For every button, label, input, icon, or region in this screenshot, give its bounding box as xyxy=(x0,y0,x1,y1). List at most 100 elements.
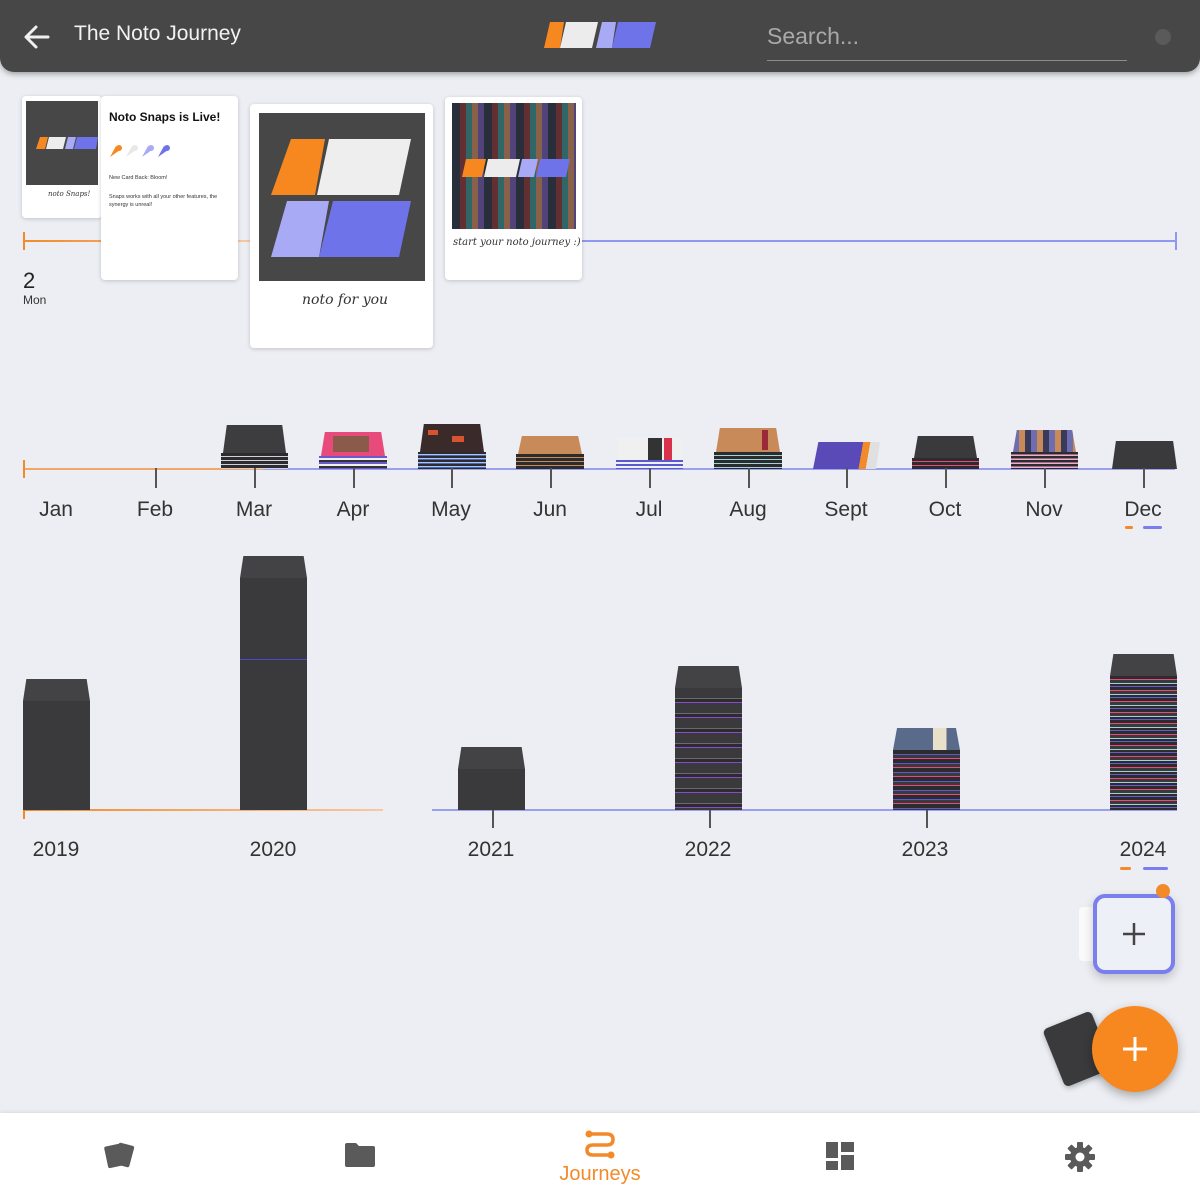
year-tick xyxy=(926,810,928,828)
month-stack-may[interactable] xyxy=(418,424,486,469)
year-label-2023[interactable]: 2023 xyxy=(901,838,949,861)
month-timeline-blue xyxy=(263,468,1175,470)
year-start-tick xyxy=(23,801,25,819)
nav-label-journeys: Journeys xyxy=(559,1163,641,1185)
folder-icon xyxy=(344,1141,376,1174)
current-year-indicator xyxy=(1120,867,1131,870)
snap-note-card[interactable]: Noto Snaps is Live! New Card Back: Bloom… xyxy=(101,96,238,280)
month-stack-aug[interactable] xyxy=(714,428,782,469)
nav-item-cards[interactable] xyxy=(0,1113,240,1200)
month-tick xyxy=(254,468,256,488)
day-name: Mon xyxy=(23,293,47,307)
rocket-icons xyxy=(109,144,173,163)
snap-card-small[interactable]: noto Snaps! xyxy=(22,96,102,218)
month-label-nov[interactable]: Nov xyxy=(1025,498,1063,521)
month-stack-apr[interactable] xyxy=(319,432,387,469)
month-tick xyxy=(550,468,552,488)
month-label-jan[interactable]: Jan xyxy=(39,498,73,521)
year-timeline-blue xyxy=(432,809,1177,811)
year-label-2022[interactable]: 2022 xyxy=(684,838,732,861)
month-stack-dec[interactable] xyxy=(1112,441,1177,469)
nav-item-dashboard[interactable] xyxy=(720,1113,960,1200)
search-input[interactable] xyxy=(767,18,1127,54)
cards-icon xyxy=(103,1141,137,1176)
current-month-indicator xyxy=(1125,526,1133,529)
month-label-jun[interactable]: Jun xyxy=(533,498,567,521)
year-label-2019[interactable]: 2019 xyxy=(32,838,80,861)
plus-icon xyxy=(1092,1006,1178,1092)
month-tick xyxy=(846,468,848,488)
snap-card-noto-for-you[interactable]: noto for you xyxy=(250,104,433,348)
year-stack-2021[interactable] xyxy=(458,747,525,810)
current-year-indicator xyxy=(1143,867,1168,870)
bottom-navigation: Journeys xyxy=(0,1113,1200,1200)
year-timeline-orange xyxy=(23,809,383,811)
month-tick xyxy=(1143,468,1145,488)
card-text-line: New Card Back: Bloom! xyxy=(109,175,168,181)
month-label-sept[interactable]: Sept xyxy=(824,498,868,521)
month-tick xyxy=(748,468,750,488)
year-label-2021[interactable]: 2021 xyxy=(467,838,515,861)
month-label-apr[interactable]: Apr xyxy=(336,498,370,521)
journey-icon xyxy=(583,1129,617,1164)
year-stack-2019[interactable] xyxy=(23,679,90,810)
month-tick xyxy=(451,468,453,488)
dashboard-icon xyxy=(825,1141,855,1176)
day-tick xyxy=(23,232,25,250)
month-label-may[interactable]: May xyxy=(431,498,471,521)
nav-item-settings[interactable] xyxy=(960,1113,1200,1200)
month-stack-sept[interactable] xyxy=(813,442,880,469)
snap-card-start-journey[interactable]: start your noto journey :) xyxy=(445,97,582,280)
sync-status-indicator xyxy=(1155,29,1171,45)
nav-item-folders[interactable] xyxy=(240,1113,480,1200)
month-label-dec[interactable]: Dec xyxy=(1124,498,1162,521)
back-arrow-icon[interactable] xyxy=(20,20,54,54)
card-caption: noto for you xyxy=(302,292,389,308)
month-label-mar[interactable]: Mar xyxy=(235,498,273,521)
day-end-tick xyxy=(1175,232,1177,250)
search-field[interactable] xyxy=(767,18,1127,61)
month-tick xyxy=(649,468,651,488)
month-stack-mar[interactable] xyxy=(221,425,288,469)
top-app-bar: The Noto Journey xyxy=(0,0,1200,72)
month-label-feb[interactable]: Feb xyxy=(136,498,174,521)
month-stack-jun[interactable] xyxy=(516,436,584,469)
month-tick xyxy=(1044,468,1046,488)
current-month-indicator xyxy=(1143,526,1162,529)
card-image xyxy=(259,113,425,281)
month-timeline-orange xyxy=(23,468,263,470)
year-label-2020[interactable]: 2020 xyxy=(249,838,297,861)
card-caption: start your noto journey :) xyxy=(453,237,581,248)
add-journey-button[interactable] xyxy=(1093,894,1175,974)
month-label-aug[interactable]: Aug xyxy=(729,498,767,521)
year-tick xyxy=(492,810,494,828)
page-title: The Noto Journey xyxy=(74,22,241,45)
add-card-button[interactable] xyxy=(1092,1006,1178,1092)
noto-logo xyxy=(540,22,660,52)
nav-item-journeys[interactable]: Journeys xyxy=(480,1113,720,1200)
month-start-tick xyxy=(23,460,25,478)
card-image-pattern xyxy=(452,103,576,229)
year-stack-2020[interactable] xyxy=(240,556,307,810)
month-stack-oct[interactable] xyxy=(912,436,979,469)
gear-icon xyxy=(1064,1141,1096,1178)
year-stack-2023[interactable] xyxy=(893,728,960,810)
month-stack-jul[interactable] xyxy=(616,438,683,469)
card-image xyxy=(26,101,98,185)
month-label-oct[interactable]: Oct xyxy=(928,498,962,521)
plus-icon xyxy=(1097,898,1171,970)
card-text-line: Snaps works with all your other features… xyxy=(109,194,218,208)
fab-side-tab[interactable] xyxy=(1079,907,1093,961)
year-label-2024[interactable]: 2024 xyxy=(1119,838,1167,861)
day-number: 2 xyxy=(23,268,36,293)
year-stack-2022[interactable] xyxy=(675,666,742,810)
year-stack-2024[interactable] xyxy=(1110,654,1177,810)
notification-dot xyxy=(1156,884,1170,898)
card-caption: noto Snaps! xyxy=(48,190,91,198)
month-tick xyxy=(155,468,157,488)
month-label-jul[interactable]: Jul xyxy=(635,498,663,521)
month-tick xyxy=(353,468,355,488)
month-stack-nov[interactable] xyxy=(1011,430,1078,469)
month-tick xyxy=(945,468,947,488)
day-timeline-blue xyxy=(580,240,1177,242)
